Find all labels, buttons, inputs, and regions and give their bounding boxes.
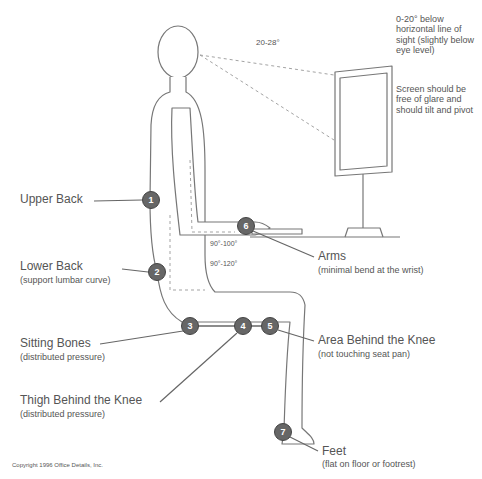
head	[158, 26, 198, 78]
callout-number: 2	[148, 263, 166, 281]
part-note: (support lumbar curve)	[20, 275, 111, 285]
monitor-neck	[362, 174, 363, 228]
callout-number: 1	[142, 191, 160, 209]
callout-circle: 2	[148, 263, 166, 281]
monitor-base	[345, 228, 383, 237]
leader-line	[122, 269, 148, 272]
sight-line	[200, 55, 334, 140]
callout-number: 4	[234, 317, 252, 335]
copyright-note: Copyright 1996 Office Details, Inc.	[12, 462, 103, 469]
callout-circle-fill	[182, 318, 199, 335]
callout-circle: 6	[237, 217, 255, 235]
part-note: (minimal bend at the wrist)	[318, 265, 424, 275]
callout-number: 5	[261, 317, 279, 335]
part-name: Arms	[318, 250, 346, 264]
part-note: (distributed pressure)	[20, 352, 105, 362]
callout-circle-fill	[143, 192, 160, 209]
part-name: Sitting Bones	[20, 337, 91, 351]
part-note: (not touching seat pan)	[318, 349, 410, 359]
callout-circle-fill	[238, 218, 255, 235]
callout-number: 7	[274, 423, 292, 441]
callout-circle: 5	[261, 317, 279, 335]
leader-line	[253, 231, 314, 257]
elbow-angle-marker	[190, 160, 235, 232]
callout-circle-fill	[275, 424, 292, 441]
desk-surface	[250, 236, 400, 237]
hip-angle-marker	[170, 215, 205, 290]
note-text: Screen should be free of glare and shoul…	[396, 84, 478, 115]
callout-number: 6	[237, 217, 255, 235]
leader-line	[290, 437, 318, 451]
part-name: Area Behind the Knee	[318, 334, 435, 348]
body-outline	[150, 77, 314, 444]
note-text: 0-20° below horizontal line of sight (sl…	[396, 14, 478, 55]
part-name: Lower Back	[20, 260, 83, 274]
leader-line	[278, 330, 314, 341]
part-note: (flat on floor or footrest)	[322, 459, 416, 469]
sight-line	[200, 55, 334, 75]
callout-circle-fill	[262, 318, 279, 335]
callout-circle-fill	[235, 318, 252, 335]
angle-label: 90°-120°	[210, 260, 237, 268]
monitor	[335, 66, 392, 176]
part-note: (distributed pressure)	[20, 409, 105, 419]
angle-label: 90°-100°	[210, 240, 237, 248]
callout-number: 3	[181, 317, 199, 335]
angle-label: 20-28°	[256, 38, 280, 47]
callout-circle: 7	[274, 423, 292, 441]
callout-circle: 3	[181, 317, 199, 335]
monitor-screen	[340, 73, 387, 170]
part-name: Feet	[322, 445, 346, 459]
part-name: Upper Back	[20, 193, 83, 207]
leader-line	[100, 331, 183, 344]
leader-line	[94, 200, 142, 201]
callout-circle: 4	[234, 317, 252, 335]
leader-line	[160, 333, 237, 402]
callout-circle-fill	[149, 264, 166, 281]
arm-outline	[172, 108, 270, 235]
callout-circle: 1	[142, 191, 160, 209]
part-name: Thigh Behind the Knee	[20, 394, 142, 408]
